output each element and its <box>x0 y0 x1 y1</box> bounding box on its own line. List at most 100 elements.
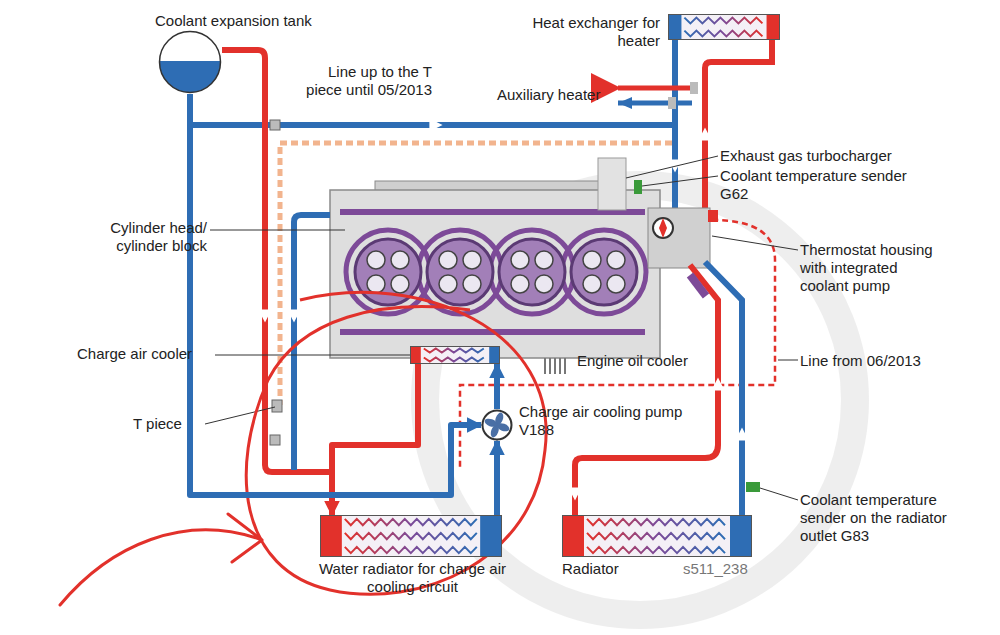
valve <box>607 275 625 293</box>
component-label: Charge air cooler <box>77 345 192 363</box>
valve <box>463 275 481 293</box>
core-fins <box>424 358 484 362</box>
core-fins <box>684 18 762 24</box>
component-node: Radiator <box>562 515 752 557</box>
flow-arrow <box>618 97 632 109</box>
valve <box>391 251 409 269</box>
part-label: Coolant temperature sender on the radiat… <box>800 491 970 545</box>
coolant-pump-icon <box>653 218 673 238</box>
leader-line <box>760 488 798 500</box>
tank-end <box>480 515 502 557</box>
flow-arrow <box>672 150 678 166</box>
core-body <box>410 346 500 364</box>
core-fins <box>684 31 762 37</box>
cylinder <box>355 239 421 305</box>
leader-line <box>712 236 798 250</box>
core-fins <box>345 547 477 553</box>
heat-exchanger-core <box>410 346 500 364</box>
valves <box>367 251 625 293</box>
pump-blade <box>483 417 498 428</box>
core-fins <box>587 547 725 553</box>
leader-line <box>215 355 410 356</box>
tank-end <box>562 515 584 557</box>
figure-number: s511_238 <box>683 560 748 578</box>
part-label: Line up to the T piece until 05/2013 <box>290 63 432 99</box>
core-body <box>668 14 780 40</box>
cylinder <box>499 239 565 305</box>
part-label: Auxiliary heater <box>497 86 600 104</box>
valve <box>439 275 457 293</box>
coolant-pipe <box>494 364 500 409</box>
component-label: Water radiator for charge air cooling ci… <box>315 560 510 596</box>
flow-arrow <box>572 478 578 494</box>
t-connector <box>668 97 676 109</box>
leader-lines <box>205 156 798 500</box>
valve <box>367 275 385 293</box>
pipe-joint <box>690 275 706 296</box>
flow-arrow <box>702 134 708 150</box>
flow-arrow <box>262 300 268 316</box>
valve <box>367 251 385 269</box>
leader-line <box>210 230 345 231</box>
t-connector <box>690 82 698 94</box>
part-label: Engine oil cooler <box>577 352 688 370</box>
core-outline <box>411 347 500 364</box>
flow-arrow <box>420 122 436 128</box>
thermostat-housing <box>648 208 710 268</box>
engine-oil-cooler <box>545 358 565 374</box>
component-node: Water radiator for charge air cooling ci… <box>320 515 502 557</box>
t-piece <box>272 400 282 412</box>
tank-end <box>730 515 752 557</box>
part-label: T piece <box>133 415 182 433</box>
leader-line <box>778 360 798 361</box>
tank-end <box>489 346 500 364</box>
temperature-sender <box>746 482 760 492</box>
component-node: Charge air cooler <box>410 346 500 364</box>
coolant-jacket-loop <box>562 230 646 314</box>
component-label: Radiator <box>562 560 619 578</box>
coolant-pipe <box>494 441 500 515</box>
coolant-jacket <box>340 212 645 332</box>
tank-end <box>320 515 342 557</box>
core-body <box>320 515 502 557</box>
core-outline <box>321 516 502 557</box>
flow-arrow <box>291 300 297 316</box>
valve <box>511 275 529 293</box>
core-outline <box>563 516 752 557</box>
valve <box>511 251 529 269</box>
component-node: Charge air cooling pump V188 <box>481 409 513 441</box>
heat-exchanger-core <box>668 14 780 40</box>
part-label: Coolant temperature sender G62 <box>720 167 920 203</box>
pump-housing <box>483 411 512 440</box>
heat-exchanger-core <box>320 515 502 557</box>
flow-arrow <box>739 434 745 450</box>
oil-cooler-fins <box>545 358 565 374</box>
tank-end <box>668 14 681 40</box>
highlight-circle <box>246 292 546 594</box>
pump-symbol <box>481 409 513 441</box>
coolant-jacket-loop <box>490 230 574 314</box>
component-label: Coolant expansion tank <box>155 12 312 30</box>
component-label: Heat exchanger for heater <box>490 14 660 50</box>
core-body <box>562 515 752 557</box>
component-node: Heat exchanger for heater <box>668 14 780 40</box>
core-fins <box>587 533 725 539</box>
valve <box>607 251 625 269</box>
coolant-pipe <box>222 50 332 472</box>
component-label: Charge air cooling pump V188 <box>519 403 694 439</box>
coolant-pipe <box>705 262 742 515</box>
cylinder <box>571 239 637 305</box>
leader-line <box>205 407 275 424</box>
core-fins <box>424 349 484 353</box>
valve <box>583 251 601 269</box>
temperature-sender <box>634 180 642 194</box>
coolant-pipe <box>575 265 718 515</box>
pump-impeller <box>659 218 667 238</box>
expansion-tank <box>158 30 222 94</box>
tank-end <box>767 14 780 40</box>
part-label: Line from 06/2013 <box>800 352 921 370</box>
flow-arrows <box>265 125 742 494</box>
tank-body <box>160 32 221 93</box>
valve <box>535 275 553 293</box>
